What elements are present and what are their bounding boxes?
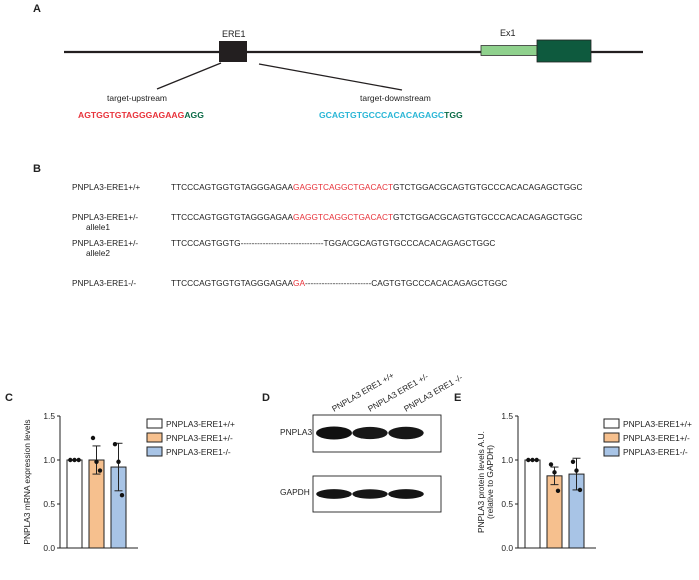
sequence-row-label: PNPLA3-ERE1+/- xyxy=(72,238,139,248)
sequence-row-label: PNPLA3-ERE1+/- xyxy=(72,212,139,222)
data-point xyxy=(526,457,531,463)
sequence-row: TTCCCAGTGGTG----------------------------… xyxy=(171,238,495,248)
downstream-pointer-line xyxy=(258,63,403,91)
ere1-box xyxy=(219,41,247,62)
panel-letter-b: B xyxy=(33,163,41,175)
legend-label: PNPLA3-ERE1+/+ xyxy=(623,419,692,429)
sequence-segment: TTCCCAGTGGTG----------------------------… xyxy=(171,238,496,248)
panel-letter-c: C xyxy=(5,392,13,404)
exon1-coding-box xyxy=(536,39,592,63)
downstream-guide-seq: GCAGTGTGCCCACACAGAGC xyxy=(319,110,444,120)
target-downstream-sequence: GCAGTGTGCCCACACAGAGCTGG xyxy=(319,110,463,120)
blot-label-gapdh: GAPDH xyxy=(280,487,310,497)
gapdh-band xyxy=(352,489,388,499)
sequence-row: TTCCCAGTGGTGTAGGGAGAAGA-----------------… xyxy=(171,278,507,288)
data-point xyxy=(90,435,96,441)
upstream-guide-seq: AGTGGTGTAGGGAGAAG xyxy=(78,110,185,120)
lane-label-1: PNPLA3 ERE1 +/+ xyxy=(330,370,396,414)
y-tick-label: 0.0 xyxy=(501,543,513,553)
data-point xyxy=(534,457,539,463)
y-tick-label: 0.0 xyxy=(43,543,55,553)
sequence-row-label: PNPLA3-ERE1-/- xyxy=(72,278,137,288)
data-point xyxy=(76,457,81,463)
sequence-row-allele: allele1 xyxy=(86,222,110,232)
legend-swatch xyxy=(146,418,163,429)
data-point xyxy=(119,493,125,498)
legend-label: PNPLA3-ERE1+/- xyxy=(166,433,233,443)
gapdh-band xyxy=(388,489,424,499)
y-axis-label-2: (relative to GAPDH) xyxy=(485,445,495,519)
sequence-segment: GTCTGGACGCAGTGTGCCCACACAGAGCTGGC xyxy=(393,182,583,192)
data-point xyxy=(552,470,557,475)
y-tick-label: 1.5 xyxy=(43,411,55,421)
legend-swatch xyxy=(603,432,620,443)
y-tick-label: 0.5 xyxy=(43,499,55,509)
data-point xyxy=(548,462,554,467)
data-point xyxy=(116,459,121,464)
panel-letter-a: A xyxy=(33,3,41,15)
sequence-segment: ------------------------CAGTGTGCCCACACAG… xyxy=(305,278,508,288)
legend-label: PNPLA3-ERE1+/+ xyxy=(166,419,235,429)
y-axis-label: PNPLA3 mRNA expression levels xyxy=(22,419,32,544)
legend-label: PNPLA3-ERE1-/- xyxy=(166,447,231,457)
panel-letter-e: E xyxy=(454,392,461,404)
sequence-segment: TTCCCAGTGGTGTAGGGAGAA xyxy=(171,182,293,192)
downstream-pam: TGG xyxy=(444,110,463,120)
sequence-segment: TTCCCAGTGGTGTAGGGAGAA xyxy=(171,278,293,288)
y-tick-label: 1.0 xyxy=(43,455,55,465)
blot-label-pnpla3: PNPLA3 xyxy=(280,427,312,437)
sequence-row: TTCCCAGTGGTGTAGGGAGAAGAGGTCAGGCTGACACTGT… xyxy=(171,212,582,222)
bar xyxy=(546,475,563,549)
gapdh-band xyxy=(316,489,352,499)
data-point xyxy=(72,457,77,463)
data-point xyxy=(530,457,535,463)
legend-label: PNPLA3-ERE1-/- xyxy=(623,447,688,457)
data-point xyxy=(570,459,576,464)
data-point xyxy=(574,468,579,473)
legend-label: PNPLA3-ERE1+/- xyxy=(623,433,690,443)
target-downstream-label: target-downstream xyxy=(360,93,431,103)
data-point xyxy=(94,459,99,464)
y-tick-label: 1.0 xyxy=(501,455,513,465)
target-upstream-sequence: AGTGGTGTAGGGAGAAGAGG xyxy=(78,110,204,120)
legend-swatch xyxy=(146,446,163,457)
data-point xyxy=(577,487,583,493)
gene-schematic: ERE1 Ex1 target-upstream target-downstre… xyxy=(64,28,643,120)
legend-swatch xyxy=(603,418,620,429)
data-point xyxy=(97,468,103,473)
pnpla3-band xyxy=(316,426,352,440)
sequence-row: TTCCCAGTGGTGTAGGGAGAAGAGGTCAGGCTGACACTGT… xyxy=(171,182,582,192)
pnpla3-band xyxy=(352,426,388,440)
highlighted-sequence: GAGGTCAGGCTGACACT xyxy=(293,182,394,192)
highlighted-sequence: GA xyxy=(293,278,305,288)
exon1-utr-box xyxy=(480,45,538,56)
y-axis-label: PNPLA3 protein levels A.U. xyxy=(476,431,486,533)
panel-letter-d: D xyxy=(262,392,270,404)
y-tick-label: 1.5 xyxy=(501,411,513,421)
highlighted-sequence: GAGGTCAGGCTGACACT xyxy=(293,212,394,222)
y-tick-label: 0.5 xyxy=(501,499,513,509)
upstream-pam: AGG xyxy=(184,110,204,120)
upstream-pointer-line xyxy=(156,62,222,90)
data-point xyxy=(112,441,118,447)
ere1-label: ERE1 xyxy=(222,29,246,39)
bar xyxy=(524,459,541,549)
bar xyxy=(66,459,83,549)
sequence-row-allele: allele2 xyxy=(86,248,110,258)
legend-swatch xyxy=(146,432,163,443)
sequence-row-label: PNPLA3-ERE1+/+ xyxy=(72,182,141,192)
data-point xyxy=(555,488,561,493)
western-blot-d: PNPLA3 GAPDH PNPLA3 ERE1 +/+ PNPLA3 ERE1… xyxy=(280,370,464,513)
target-upstream-label: target-upstream xyxy=(107,93,167,103)
sequence-segment: GTCTGGACGCAGTGTGCCCACACAGAGCTGGC xyxy=(393,212,583,222)
legend-swatch xyxy=(603,446,620,457)
sequence-segment: TTCCCAGTGGTGTAGGGAGAA xyxy=(171,212,293,222)
lane-label-2: PNPLA3 ERE1 +/- xyxy=(366,371,430,414)
pnpla3-band xyxy=(388,426,424,440)
exon1-label: Ex1 xyxy=(500,28,516,38)
data-point xyxy=(68,457,73,463)
